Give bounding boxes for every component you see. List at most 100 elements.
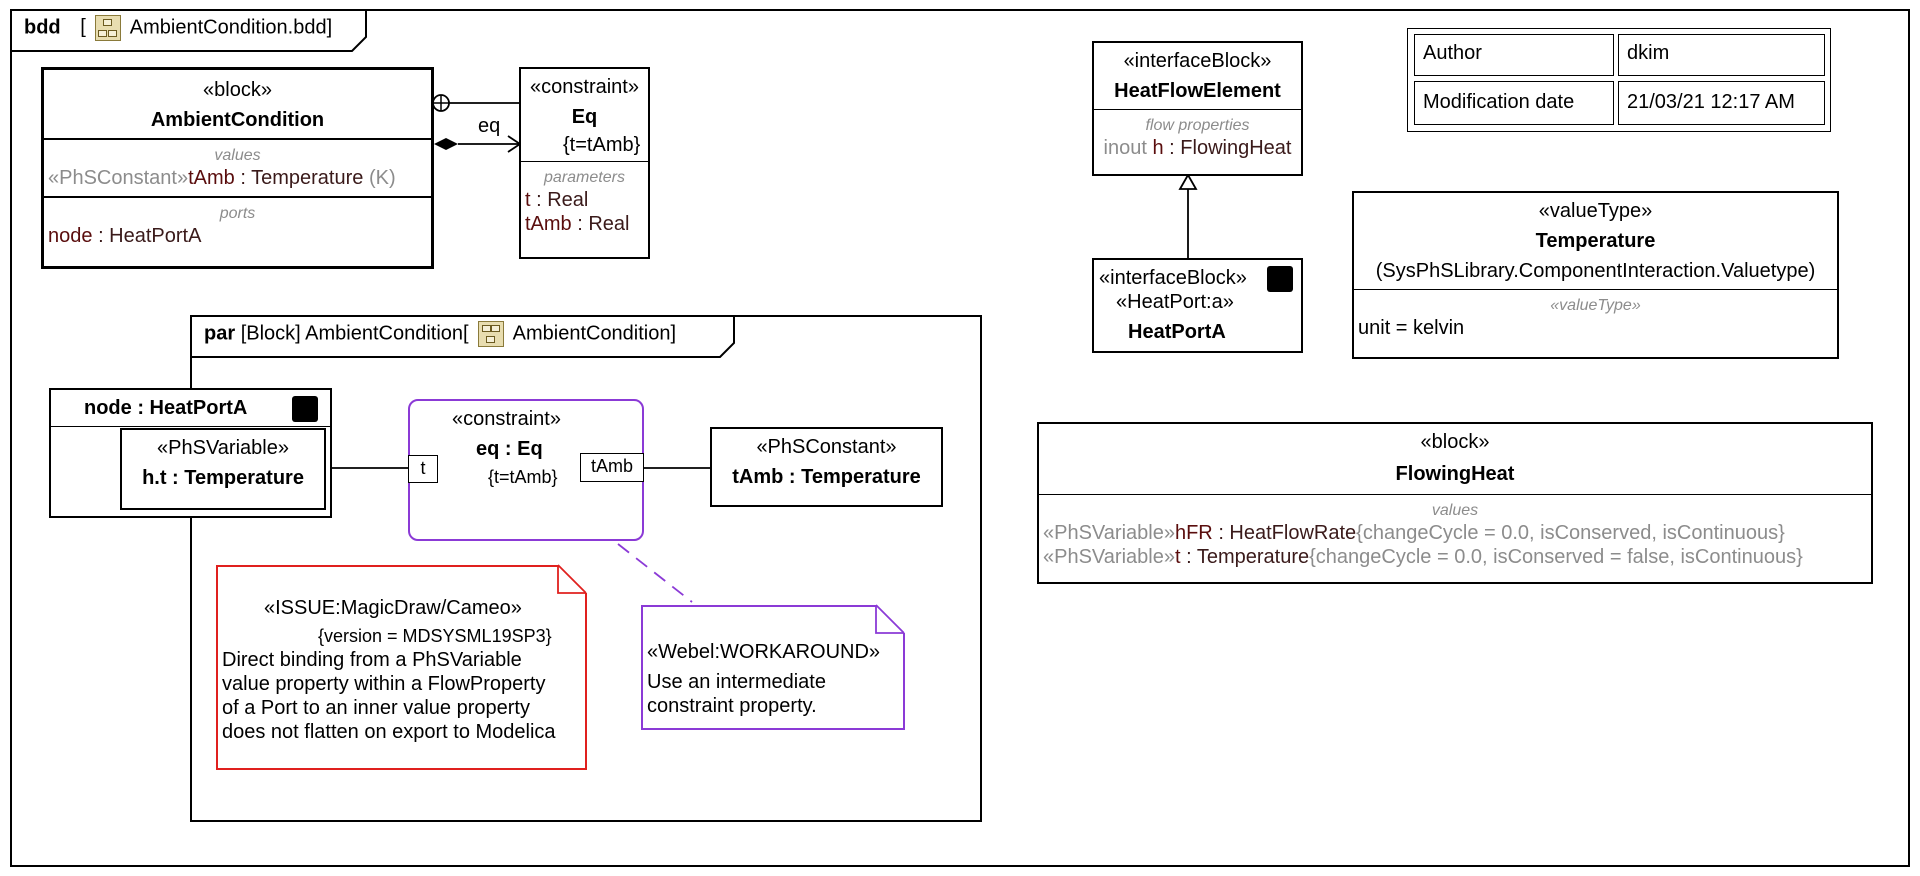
t-tags: {changeCycle = 0.0, isConserved = false,… xyxy=(1309,546,1803,568)
author-value: dkim xyxy=(1627,42,1670,64)
pin-tamb[interactable]: tAmb xyxy=(580,453,644,482)
frame-bracket: [ xyxy=(80,16,86,39)
diagram-frame xyxy=(10,9,1910,867)
flow-prop-name: h xyxy=(1152,137,1164,159)
date-value: 21/03/21 12:17 AM xyxy=(1627,91,1795,113)
ht-name: h.t : Temperature xyxy=(142,467,304,489)
value-type: : Temperature xyxy=(240,167,364,189)
values-compartment-label: values xyxy=(214,147,261,164)
issue-note-fold-icon xyxy=(557,565,586,594)
workaround-note-right-edge xyxy=(903,633,905,730)
constraint-expression: {t=tAmb} xyxy=(563,134,641,156)
date-value-cell: 21/03/21 12:17 AM xyxy=(1618,81,1825,125)
port-name: node xyxy=(48,225,93,247)
port-icon xyxy=(1267,266,1293,292)
issue-note-content: «ISSUE:MagicDraw/Cameo» {version = MDSYS… xyxy=(222,596,582,744)
node-port-icon xyxy=(292,396,318,422)
workaround-line-1: Use an intermediate xyxy=(647,671,826,693)
valuetype-compartment-label: «valueType» xyxy=(1550,297,1641,314)
frame-header-tab xyxy=(10,9,367,52)
parameters-label: parameters xyxy=(544,169,625,186)
workaround-note-top-edge xyxy=(641,605,877,607)
pin-t-label: t xyxy=(420,458,426,478)
flow-properties-label: flow properties xyxy=(1145,117,1250,134)
block-stereotype: «block» xyxy=(203,79,272,101)
t-type: : Temperature xyxy=(1186,546,1310,568)
param-tamb-name: tAmb xyxy=(525,213,572,235)
flow-prop-type: : FlowingHeat xyxy=(1169,137,1292,159)
flowingheat-block[interactable]: «block» FlowingHeat values «PhSVariable»… xyxy=(1037,422,1873,584)
constraint-stereotype: «constraint» xyxy=(530,76,639,98)
par-name: AmbientCondition[ xyxy=(305,322,469,345)
ambient-condition-block[interactable]: «block» AmbientCondition values «PhSCons… xyxy=(41,67,434,269)
workaround-note-content: «Webel:WORKAROUND» Use an intermediate c… xyxy=(647,640,897,718)
pin-t[interactable]: t xyxy=(408,455,438,483)
par-frame-header: par [Block] AmbientCondition[ AmbientCon… xyxy=(192,317,676,355)
ht-value-property[interactable]: «PhSVariable» h.t : Temperature xyxy=(120,428,326,510)
constraint-name: Eq xyxy=(571,106,598,128)
tamb-stereotype: «PhSConstant» xyxy=(756,436,897,458)
unit-line: unit = kelvin xyxy=(1358,317,1465,339)
metadata-table: Author dkim Modification date 21/03/21 1… xyxy=(1407,28,1831,132)
par-frame-header-tab xyxy=(190,315,735,358)
flowingheat-stereotype: «block» xyxy=(1420,431,1490,453)
node-part-name: node : HeatPortA xyxy=(84,397,248,419)
composite-diamond-icon xyxy=(434,138,458,150)
ports-compartment-label: ports xyxy=(219,205,256,222)
par-diagram-name: AmbientCondition] xyxy=(512,322,677,345)
par-context: [Block] xyxy=(240,322,301,345)
workaround-line-2: constraint property. xyxy=(647,695,817,717)
frame-kind: bdd xyxy=(24,16,61,39)
frame-name: AmbientCondition.bdd] xyxy=(129,16,333,39)
heatport-name: HeatPortA xyxy=(1128,321,1226,343)
temperature-valuetype[interactable]: «valueType» Temperature (SysPhSLibrary.C… xyxy=(1352,191,1839,359)
author-label: Author xyxy=(1423,42,1482,64)
association-role-eq: eq xyxy=(478,115,501,137)
issue-line-2: value property within a FlowProperty xyxy=(222,673,546,695)
tamb-value-property[interactable]: «PhSConstant» tAmb : Temperature xyxy=(710,427,943,507)
value-unit: (K) xyxy=(368,167,396,189)
issue-line-1: Direct binding from a PhSVariable xyxy=(222,649,522,671)
eq-property-name: eq : Eq xyxy=(476,438,543,460)
hfr-stereotype: «PhSVariable» xyxy=(1043,522,1175,544)
hfr-name: hFR xyxy=(1174,522,1213,544)
diagram-frame-header: bdd [ AmbientCondition.bdd] xyxy=(10,9,344,51)
flowingheat-name: FlowingHeat xyxy=(1395,463,1515,485)
block-name: AmbientCondition xyxy=(150,109,325,131)
par-frame xyxy=(190,315,982,822)
par-diagram-icon xyxy=(478,321,505,347)
flow-direction: inout xyxy=(1103,137,1147,159)
t-stereotype: «PhSVariable» xyxy=(1043,546,1175,568)
hfr-type: : HeatFlowRate xyxy=(1218,522,1357,544)
issue-note-right-edge xyxy=(585,593,587,770)
temperature-qualifier: (SysPhSLibrary.ComponentInteraction.Valu… xyxy=(1375,260,1816,282)
workaround-stereotype: «Webel:WORKAROUND» xyxy=(647,641,881,663)
t-name: t xyxy=(1174,546,1181,568)
issue-note[interactable] xyxy=(216,565,587,770)
issue-line-4: does not flatten on export to Modelica xyxy=(222,721,556,743)
workaround-note-fold-icon xyxy=(875,605,904,634)
issue-note-top-edge xyxy=(216,565,559,567)
date-label: Modification date xyxy=(1423,91,1575,113)
issue-line-3: of a Port to an inner value property xyxy=(222,697,530,719)
eq-property-expression: {t=tAmb} xyxy=(488,467,558,487)
heatporta-block[interactable]: «interfaceBlock» «HeatPort:a» HeatPortA xyxy=(1092,258,1303,353)
issue-stereotype: «ISSUE:MagicDraw/Cameo» xyxy=(264,597,522,619)
heatport-stereotype-2: «HeatPort:a» xyxy=(1116,291,1234,313)
generalization-triangle-icon xyxy=(1178,173,1198,190)
issue-tag: {version = MDSYSML19SP3} xyxy=(318,626,552,646)
tamb-name: tAmb : Temperature xyxy=(732,466,921,488)
value-stereotype: «PhSConstant» xyxy=(48,167,189,189)
temperature-stereotype: «valueType» xyxy=(1538,200,1653,222)
workaround-note[interactable] xyxy=(641,605,905,730)
pin-tamb-label: tAmb xyxy=(590,456,633,476)
author-value-cell: dkim xyxy=(1618,34,1825,76)
hfr-tags: {changeCycle = 0.0, isConserved, isConti… xyxy=(1356,522,1785,544)
par-kind: par xyxy=(204,322,236,345)
eq-property-stereotype: «constraint» xyxy=(452,408,561,430)
ht-stereotype: «PhSVariable» xyxy=(157,437,289,459)
heatflowelement-block[interactable]: «interfaceBlock» HeatFlowElement flow pr… xyxy=(1092,41,1303,176)
bdd-diagram-icon xyxy=(95,15,122,41)
port-type: : HeatPortA xyxy=(98,225,202,247)
eq-constraint-block[interactable]: «constraint» Eq {t=tAmb} parameters t : … xyxy=(519,67,650,259)
